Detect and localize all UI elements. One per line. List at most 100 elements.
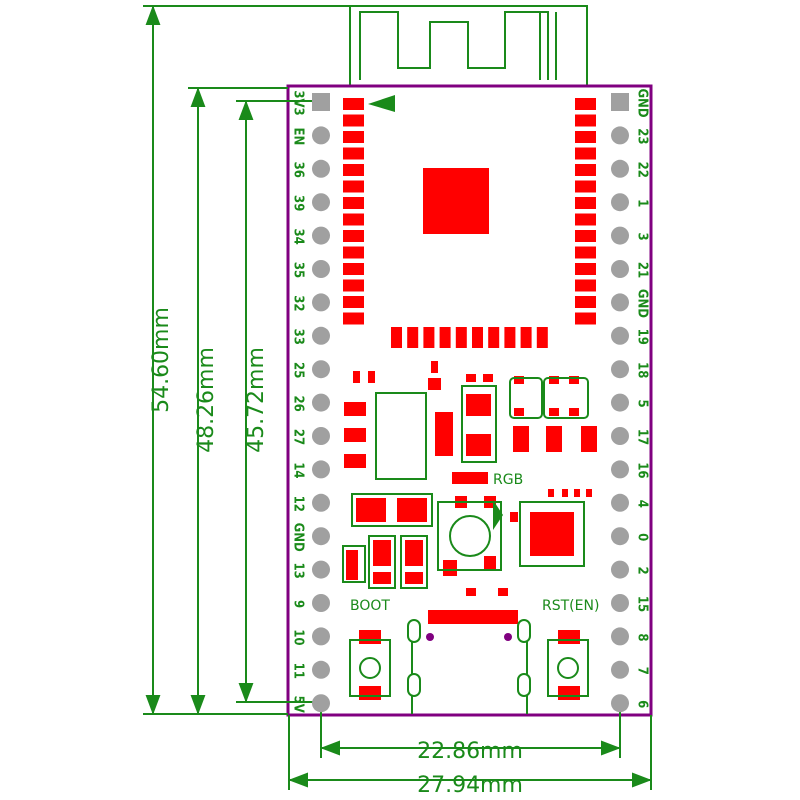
module-pad-right — [575, 98, 596, 110]
module-pad-left — [343, 98, 364, 110]
left-pin-label: 34 — [291, 228, 306, 244]
dim-pin-span-width: 22.86mm — [417, 739, 523, 764]
module-pad-right — [575, 213, 596, 226]
right-pin-label: 21 — [635, 262, 650, 278]
left-pin-label: 5V — [291, 696, 306, 713]
left-pin-12 — [312, 493, 330, 512]
module-pad-left — [343, 263, 364, 275]
left-pin-15 — [312, 594, 330, 612]
module-pad-right — [575, 197, 596, 209]
right-pin-label: 4 — [635, 500, 650, 508]
dim-overall-height: 54.60mm — [149, 307, 174, 413]
left-pin-9 — [312, 393, 330, 412]
right-pin-label: GND — [635, 289, 650, 318]
right-pin-label: 3 — [635, 233, 650, 241]
left-pin-6 — [312, 293, 330, 312]
module-pad-bottom — [407, 327, 419, 348]
dim-pin-row-height: 45.72mm — [244, 347, 269, 453]
right-pin-label: GND — [635, 88, 650, 117]
right-pin-5 — [611, 260, 629, 278]
left-pin-label: 33 — [291, 329, 306, 345]
right-pin-16 — [611, 627, 629, 646]
module-pad-bottom — [504, 327, 516, 348]
right-pin-18 — [611, 694, 629, 713]
right-pin-label: 0 — [635, 533, 650, 541]
module-pad-left — [343, 312, 364, 325]
module-center-pad — [423, 168, 489, 234]
module-pad-right — [575, 296, 596, 308]
right-pin-0 — [611, 93, 629, 111]
rgb-arrow — [493, 500, 503, 530]
left-pin-4 — [312, 226, 330, 245]
right-pin-label: 15 — [635, 596, 650, 612]
module-pad-left — [343, 180, 364, 193]
module-pad-bottom — [488, 327, 500, 348]
dim-overall-width: 27.94mm — [417, 773, 523, 798]
left-pin-label: 10 — [291, 629, 306, 645]
left-pin-label: 3V3 — [291, 90, 306, 115]
left-pin-2 — [312, 159, 330, 178]
left-pin-label: 36 — [291, 162, 306, 178]
right-pin-label: 22 — [635, 162, 650, 178]
board-outline — [286, 84, 653, 717]
module-pad-left — [343, 213, 364, 226]
left-pin-label: 39 — [291, 195, 306, 211]
right-pin-label: 1 — [635, 199, 650, 207]
usb-connector-detail — [407, 619, 531, 697]
module-pad-right — [575, 180, 596, 193]
right-pin-label: 5 — [635, 400, 650, 408]
right-pin-label: 16 — [635, 462, 650, 478]
right-pin-17 — [611, 660, 629, 679]
left-pin-label: 9 — [291, 600, 306, 608]
left-pin-label: 27 — [291, 429, 306, 445]
right-pin-12 — [611, 493, 629, 512]
left-pin-label: EN — [291, 128, 306, 146]
left-pin-13 — [312, 527, 330, 546]
left-pin-7 — [312, 326, 330, 345]
right-pin-label: 18 — [635, 362, 650, 378]
module-pad-left — [343, 197, 364, 209]
left-pin-label: 13 — [291, 562, 306, 578]
module-pad-bottom — [391, 327, 402, 348]
right-pin-13 — [611, 527, 629, 546]
right-pin-1 — [611, 126, 629, 145]
module-pad-right — [575, 279, 596, 292]
module-pad-bottom — [423, 327, 435, 348]
right-pin-label: 17 — [635, 429, 650, 445]
module-pad-bottom — [520, 327, 532, 348]
right-pin-7 — [611, 326, 629, 345]
left-pin-label: 26 — [291, 395, 306, 411]
dimension-lines — [143, 5, 652, 790]
module-pad-right — [575, 164, 596, 176]
module-pad-left — [343, 230, 364, 242]
left-pin-11 — [312, 460, 330, 479]
left-pin-18 — [312, 694, 330, 713]
module-pad-right — [575, 246, 596, 259]
left-pin-17 — [312, 660, 330, 679]
left-pin-label: 14 — [291, 462, 306, 478]
left-pin-3 — [312, 193, 330, 212]
right-pin-2 — [611, 159, 629, 178]
left-pin-label: 35 — [291, 262, 306, 278]
right-pin-label: 19 — [635, 329, 650, 345]
module-pads — [343, 98, 596, 348]
right-pin-8 — [611, 360, 629, 379]
module-pad-right — [575, 263, 596, 275]
right-pin-4 — [611, 226, 629, 245]
right-pin-15 — [611, 594, 629, 612]
dim-pin-span-height: 48.26mm — [194, 347, 219, 453]
left-pin-16 — [312, 627, 330, 646]
module-pad-right — [575, 131, 596, 143]
module-pad-left — [343, 114, 364, 127]
boot-label: BOOT — [350, 598, 390, 614]
left-pin-10 — [312, 427, 330, 445]
right-pin-11 — [611, 460, 629, 479]
right-pin-14 — [611, 560, 629, 579]
module-pad-right — [575, 230, 596, 242]
module-pad-right — [575, 312, 596, 325]
module-pad-left — [343, 147, 364, 160]
left-pin-label: 12 — [291, 496, 306, 512]
